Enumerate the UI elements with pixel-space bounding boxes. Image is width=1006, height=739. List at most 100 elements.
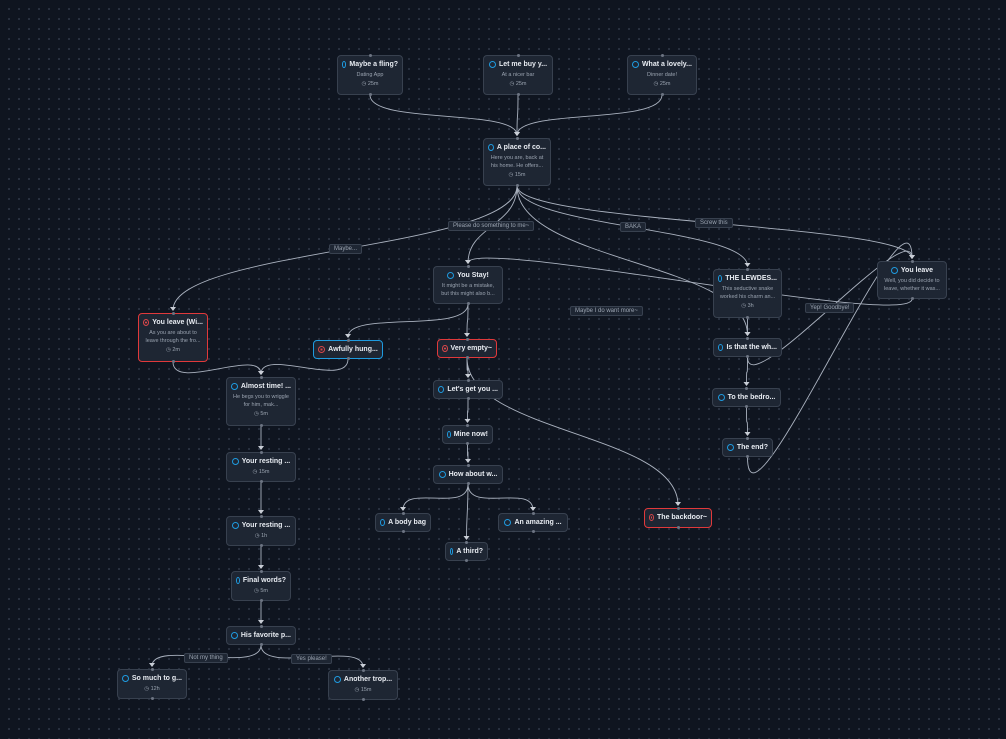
output-port[interactable]: [259, 480, 263, 483]
output-port[interactable]: [466, 302, 470, 305]
node-youstay[interactable]: You Stay!It might be a mistake, but this…: [433, 265, 503, 305]
output-port[interactable]: [515, 184, 519, 187]
node-howabout[interactable]: How about w...: [433, 464, 503, 485]
output-port[interactable]: [531, 530, 535, 533]
input-port[interactable]: [516, 54, 520, 57]
edge-howabout-amazing[interactable]: [467, 483, 534, 511]
output-port[interactable]: [259, 599, 263, 602]
node-another[interactable]: Another trop...◷ 15m: [328, 669, 398, 701]
input-port[interactable]: [401, 512, 405, 515]
edge-end-youleave[interactable]: [747, 242, 913, 474]
edge-label[interactable]: Please do something to me~: [448, 221, 535, 231]
edge-label[interactable]: Not my thing: [184, 653, 228, 663]
input-port[interactable]: [259, 376, 263, 379]
output-port[interactable]: [466, 482, 470, 485]
output-port[interactable]: [466, 442, 469, 445]
output-port[interactable]: [466, 397, 470, 400]
output-port[interactable]: [465, 356, 469, 359]
edge-label[interactable]: Yes please!: [291, 654, 332, 664]
node-isthat[interactable]: Is that the wh...: [713, 337, 782, 358]
input-port[interactable]: [676, 507, 680, 510]
input-port[interactable]: [746, 268, 749, 271]
input-port[interactable]: [150, 668, 154, 671]
node-fav[interactable]: His favorite p...: [226, 625, 296, 646]
node-bodybag[interactable]: A body bag: [375, 512, 431, 533]
node-rest2[interactable]: Your resting ...◷ 1h: [226, 515, 296, 547]
edge-letsget-mine[interactable]: [467, 398, 469, 423]
output-port[interactable]: [745, 405, 748, 408]
edge-howabout-third[interactable]: [466, 483, 469, 540]
input-port[interactable]: [171, 312, 175, 315]
node-almost[interactable]: Almost time! ...He begs you to wriggle f…: [226, 376, 296, 427]
input-port[interactable]: [259, 570, 263, 573]
edge-leavew-almost[interactable]: [172, 361, 262, 375]
node-end[interactable]: The end?: [722, 437, 773, 458]
node-place[interactable]: A place of co...Here you are, back at hi…: [483, 137, 551, 187]
input-port[interactable]: [746, 337, 749, 340]
input-port[interactable]: [259, 625, 263, 628]
input-port[interactable]: [465, 541, 468, 544]
node-leavew[interactable]: You leave (Wi...As you are about to leav…: [138, 312, 208, 363]
output-port[interactable]: [516, 93, 520, 96]
output-port[interactable]: [910, 297, 914, 300]
input-port[interactable]: [745, 387, 748, 390]
output-port[interactable]: [368, 93, 372, 96]
node-buy[interactable]: Let me buy y...At a nicer bar◷ 25m: [483, 54, 553, 96]
node-letsget[interactable]: Let's get you ...: [433, 379, 503, 400]
input-port[interactable]: [259, 515, 263, 518]
edge-howabout-bodybag[interactable]: [402, 483, 469, 511]
node-lewdes[interactable]: THE LEWDES...This seductive snake worked…: [713, 268, 782, 319]
edge-awfully-almost[interactable]: [260, 358, 349, 375]
node-rest1[interactable]: Your resting ...◷ 15m: [226, 451, 296, 483]
output-port[interactable]: [150, 697, 154, 700]
node-fling[interactable]: Maybe a fling?Dating App◷ 25m: [337, 54, 403, 96]
input-port[interactable]: [466, 265, 470, 268]
output-port[interactable]: [259, 424, 263, 427]
edge-label[interactable]: Yep! Goodbye!: [805, 303, 855, 313]
input-port[interactable]: [466, 424, 469, 427]
node-bedro[interactable]: To the bedro...: [712, 387, 781, 408]
edge-veryempty-letsget[interactable]: [466, 357, 469, 378]
output-port[interactable]: [346, 357, 350, 360]
output-port[interactable]: [676, 526, 680, 529]
input-port[interactable]: [361, 669, 365, 672]
input-port[interactable]: [746, 437, 749, 440]
output-port[interactable]: [401, 530, 405, 533]
edge-bedro-end[interactable]: [746, 406, 748, 436]
node-veryempty[interactable]: Very empty~: [437, 338, 497, 359]
output-port[interactable]: [259, 643, 263, 646]
edge-youstay-awfully[interactable]: [347, 303, 469, 338]
node-amazing[interactable]: An amazing ...: [498, 512, 568, 533]
edge-label[interactable]: Maybe I do want more~: [570, 306, 643, 316]
edge-isthat-bedro[interactable]: [746, 356, 748, 386]
input-port[interactable]: [910, 260, 914, 263]
node-awfully[interactable]: Awfully hung...: [313, 339, 383, 360]
output-port[interactable]: [746, 355, 749, 358]
node-lovely[interactable]: What a lovely...Dinner date!◷ 25m: [627, 54, 697, 96]
edge-buy-place[interactable]: [516, 94, 519, 136]
output-port[interactable]: [746, 316, 749, 319]
edge-label[interactable]: Maybe...: [329, 244, 363, 254]
output-port[interactable]: [746, 455, 749, 458]
edge-label[interactable]: Screw this: [695, 218, 733, 228]
edge-mine-howabout[interactable]: [467, 443, 469, 463]
output-port[interactable]: [259, 544, 263, 547]
input-port[interactable]: [466, 379, 470, 382]
node-backdoor[interactable]: The backdoor~: [644, 507, 712, 529]
input-port[interactable]: [368, 54, 372, 57]
edge-fling-place[interactable]: [369, 94, 518, 136]
output-port[interactable]: [361, 698, 365, 701]
node-third[interactable]: A third?: [445, 541, 488, 562]
edge-lovely-place[interactable]: [516, 94, 663, 136]
node-final[interactable]: Final words?◷ 5m: [231, 570, 291, 602]
input-port[interactable]: [465, 338, 469, 341]
output-port[interactable]: [660, 93, 664, 96]
input-port[interactable]: [515, 137, 519, 140]
input-port[interactable]: [466, 464, 470, 467]
output-port[interactable]: [465, 559, 468, 562]
input-port[interactable]: [660, 54, 664, 57]
edge-youleave-youstay[interactable]: [467, 257, 913, 306]
input-port[interactable]: [531, 512, 535, 515]
